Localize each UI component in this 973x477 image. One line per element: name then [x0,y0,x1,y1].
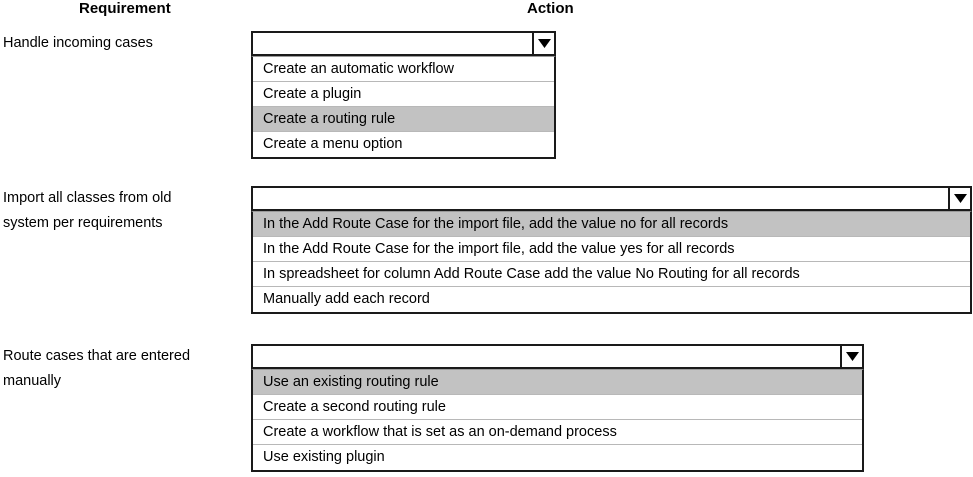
dropdown-option-list[interactable]: Use an existing routing rule Create a se… [251,369,864,472]
dropdown-option[interactable]: Create a routing rule [253,107,554,132]
dropdown-option-list[interactable]: Create an automatic workflow Create a pl… [251,56,556,159]
chevron-down-icon[interactable] [532,33,554,54]
column-header-action: Action [527,0,574,17]
dropdown-option-list[interactable]: In the Add Route Case for the import fil… [251,211,972,314]
action-dropdown[interactable]: Use an existing routing rule Create a se… [251,344,864,472]
dropdown-option[interactable]: Create an automatic workflow [253,57,554,82]
dropdown-field[interactable] [251,186,972,211]
column-header-requirement: Requirement [79,0,171,17]
dropdown-field[interactable] [251,31,556,56]
dropdown-option[interactable]: Create a second routing rule [253,395,862,420]
requirement-label: Route cases that are entered manually [3,348,191,389]
action-dropdown[interactable]: Create an automatic workflow Create a pl… [251,31,556,159]
dropdown-field[interactable] [251,344,864,369]
requirement-label: Import all classes from old system per r… [3,190,172,231]
dropdown-option[interactable]: Manually add each record [253,287,970,312]
action-dropdown[interactable]: In the Add Route Case for the import fil… [251,186,972,314]
dropdown-option[interactable]: Create a menu option [253,132,554,157]
chevron-down-icon[interactable] [948,188,970,209]
dropdown-option[interactable]: In spreadsheet for column Add Route Case… [253,262,970,287]
dropdown-option[interactable]: In the Add Route Case for the import fil… [253,212,970,237]
dropdown-option[interactable]: In the Add Route Case for the import fil… [253,237,970,262]
dropdown-option[interactable]: Use an existing routing rule [253,370,862,395]
dropdown-option[interactable]: Use existing plugin [253,445,862,470]
dropdown-option[interactable]: Create a plugin [253,82,554,107]
requirement-label: Handle incoming cases [3,35,153,51]
dropdown-option[interactable]: Create a workflow that is set as an on-d… [253,420,862,445]
chevron-down-icon[interactable] [840,346,862,367]
